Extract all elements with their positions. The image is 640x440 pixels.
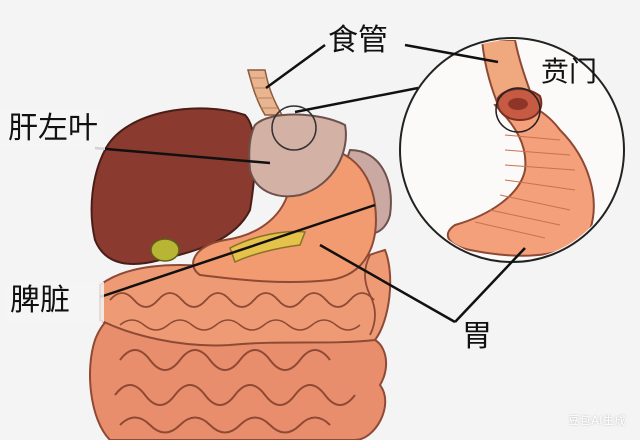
label-cardia: 贲门	[541, 55, 598, 88]
gallbladder	[150, 238, 180, 262]
pancreas	[229, 230, 307, 264]
leader-lines	[94, 43, 526, 324]
label-liver-left-lobe: 肝左叶	[8, 111, 98, 146]
cardia-detail-circle	[495, 87, 541, 133]
label-pancreas: 脾脏	[10, 283, 70, 318]
zoom-inset	[399, 37, 625, 263]
watermark: 豆包AI生成	[568, 414, 626, 427]
leader-stomach-inset	[454, 247, 526, 323]
cardia-highlight	[271, 105, 317, 151]
leader-liver	[94, 146, 271, 165]
label-stomach: 胃	[462, 319, 492, 354]
leader-stomach	[319, 243, 456, 324]
leader-esophagus	[265, 43, 326, 90]
liver-left-lobe	[90, 107, 256, 265]
leader-pancreas	[99, 203, 376, 299]
label-esophagus: 食管	[328, 23, 388, 58]
leader-cardia-zoom	[294, 86, 419, 114]
leader-esophagus-inset	[404, 43, 499, 64]
